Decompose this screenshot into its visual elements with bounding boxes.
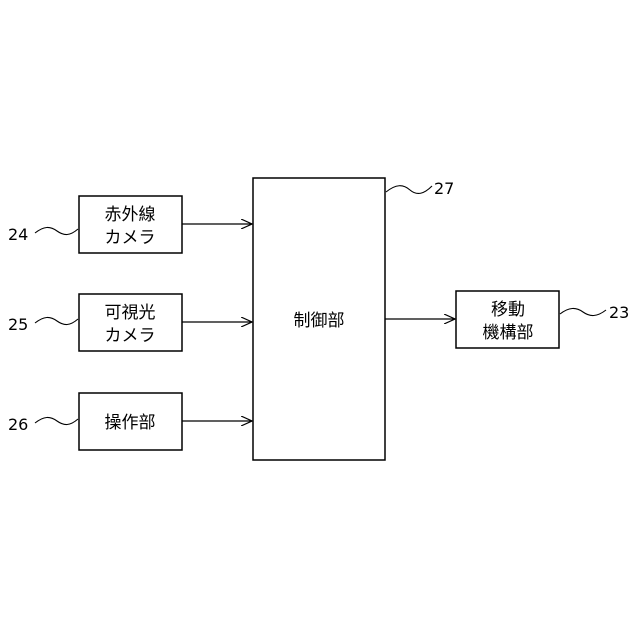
operation-unit-label: 操作部: [105, 413, 156, 433]
moving-mechanism-block: 移動 機構部: [456, 291, 559, 348]
ref-23: 23: [609, 303, 629, 322]
control-unit-block: 制御部: [253, 178, 385, 460]
moving-mechanism-label-line2: 機構部: [483, 323, 534, 343]
leader-23: [560, 308, 606, 315]
ref-25: 25: [8, 315, 28, 334]
moving-mechanism-label-line1: 移動: [491, 300, 525, 320]
leader-24: [35, 227, 78, 234]
ref-24: 24: [8, 225, 28, 244]
visible-camera-label-line1: 可視光: [105, 303, 156, 323]
leader-27: [386, 186, 432, 194]
visible-camera-block: 可視光 カメラ: [79, 294, 182, 351]
infrared-camera-label-line1: 赤外線: [105, 205, 156, 225]
leader-26: [35, 417, 78, 424]
visible-camera-label-line2: カメラ: [105, 326, 156, 346]
ref-27: 27: [434, 179, 454, 198]
ref-26: 26: [8, 415, 28, 434]
leader-25: [35, 317, 78, 324]
infrared-camera-label-line2: カメラ: [105, 228, 156, 248]
infrared-camera-block: 赤外線 カメラ: [79, 196, 182, 253]
control-unit-label: 制御部: [294, 311, 345, 331]
operation-unit-block: 操作部: [79, 393, 182, 450]
